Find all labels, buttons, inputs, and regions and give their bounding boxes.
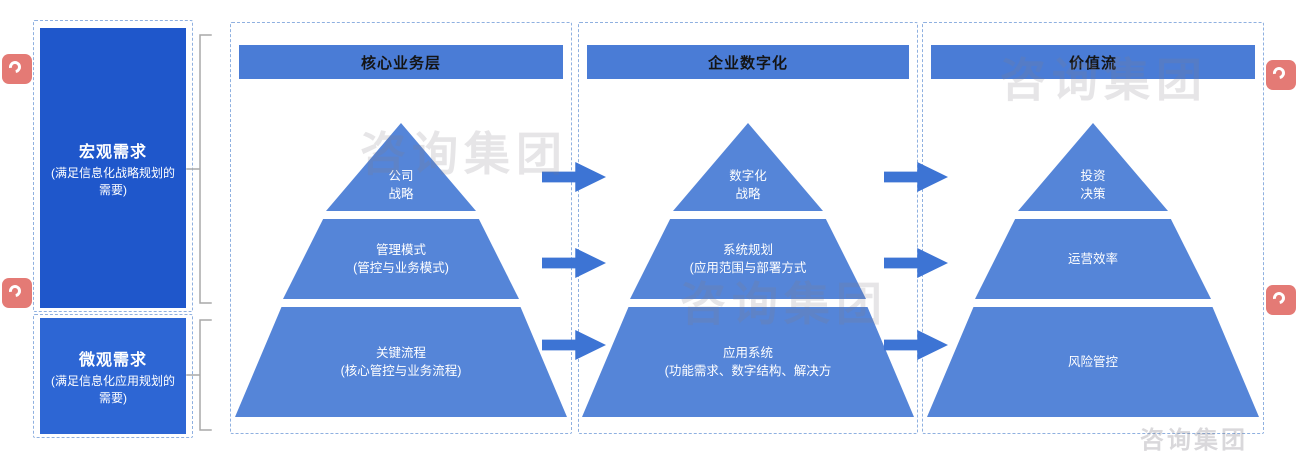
pyramid-tier-middle: 系统规划 (应用范围与部署方式 — [630, 219, 866, 299]
tier-label-line1: 运营效率 — [1067, 251, 1118, 266]
column-value-stream: 价值流 投资 决策 运营效率 风险管控 — [922, 22, 1264, 434]
tier-label-line1: 系统规划 — [722, 242, 773, 257]
macro-demand-subtitle: (满足信息化战略规划的需要) — [51, 165, 175, 197]
micro-demand-title: 微观需求 — [78, 351, 147, 369]
tier-label-line2: (应用范围与部署方式 — [689, 261, 807, 275]
pyramid-tier-bottom: 风险管控 — [927, 307, 1259, 417]
micro-demand-frame — [33, 314, 193, 438]
column-header-core-business: 核心业务层 — [239, 45, 563, 79]
watermark-stamp-icon — [2, 54, 32, 84]
tier-label-line2: 战略 — [388, 186, 414, 201]
pyramid-tier-top: 投资 决策 — [1018, 123, 1168, 211]
micro-demand-subtitle: (满足信息化应用规划的需要) — [51, 373, 175, 405]
watermark-stamp-icon — [1266, 285, 1296, 315]
tier-label-line1: 管理模式 — [375, 242, 426, 257]
tier-label-line1: 关键流程 — [375, 345, 426, 360]
tier-label-line1: 数字化 — [729, 168, 767, 183]
column-core-business: 核心业务层 公司 战略 管理模式 (管控与业务模式) 关键流程 (核心管控与业务… — [230, 22, 572, 434]
micro-demand-box: 微观需求 (满足信息化应用规划的需要) — [40, 318, 186, 434]
tier-label-line1: 投资 — [1080, 168, 1106, 183]
tier-label-line2: 战略 — [735, 186, 761, 201]
tier-label-line1: 公司 — [388, 168, 414, 183]
tier-label-line2: 决策 — [1080, 186, 1106, 201]
macro-bracket-icon — [186, 34, 212, 304]
pyramid-tier-middle: 运营效率 — [975, 219, 1211, 299]
macro-demand-title: 宏观需求 — [78, 143, 147, 161]
tier-label-line1: 风险管控 — [1067, 354, 1118, 369]
column-header-enterprise-digitalization: 企业数字化 — [587, 45, 909, 79]
column-enterprise-digitalization: 企业数字化 数字化 战略 系统规划 (应用范围与部署方式 应用系统 (功能需求、… — [578, 22, 918, 434]
pyramid-tier-bottom: 应用系统 (功能需求、数字结构、解决方 — [582, 307, 914, 417]
tier-label-line1: 应用系统 — [722, 345, 773, 360]
watermark-stamp-icon — [2, 278, 32, 308]
macro-demand-box: 宏观需求 (满足信息化战略规划的需要) — [40, 28, 186, 308]
watermark-stamp-icon — [1266, 60, 1296, 90]
micro-bracket-icon — [186, 319, 212, 431]
tier-label-line2: (核心管控与业务流程) — [340, 364, 462, 378]
pyramid-tier-bottom: 关键流程 (核心管控与业务流程) — [235, 307, 567, 417]
tier-label-line2: (管控与业务模式) — [353, 261, 449, 275]
tier-label-line2: (功能需求、数字结构、解决方 — [664, 364, 832, 378]
pyramid-tier-middle: 管理模式 (管控与业务模式) — [283, 219, 519, 299]
macro-demand-frame — [33, 20, 193, 312]
pyramid-tier-top: 公司 战略 — [326, 123, 476, 211]
column-header-value-stream: 价值流 — [931, 45, 1255, 79]
pyramid-tier-top: 数字化 战略 — [673, 123, 823, 211]
